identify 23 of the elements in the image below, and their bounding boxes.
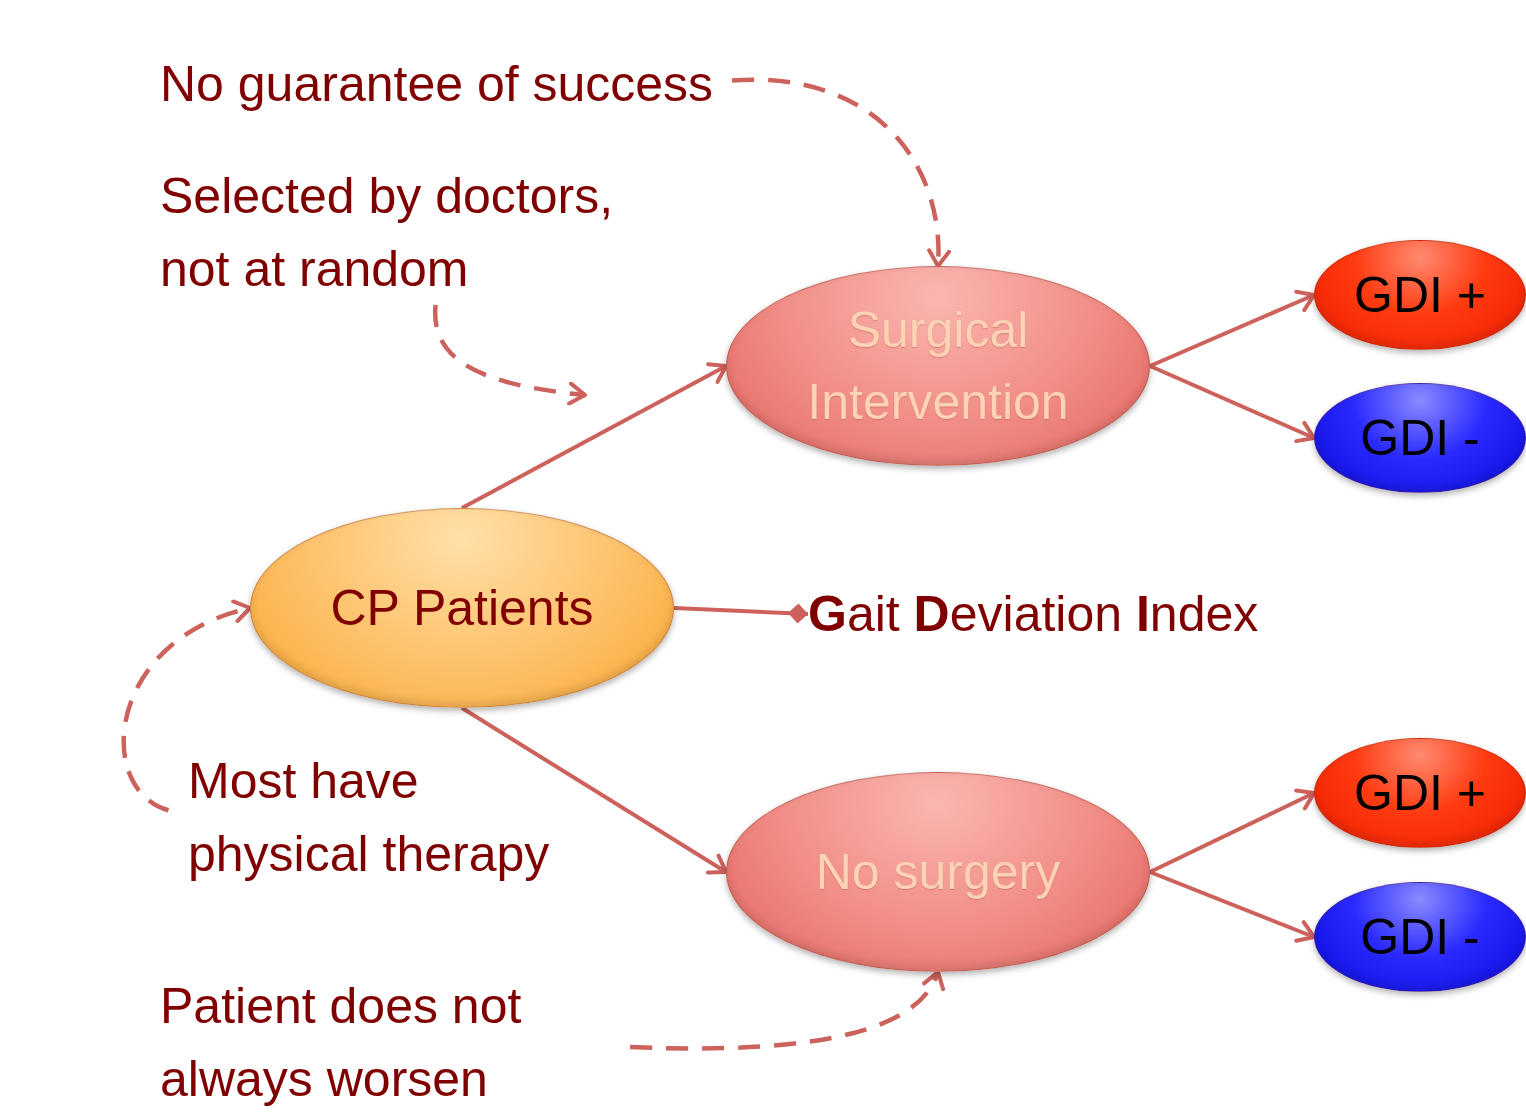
arrow xyxy=(1149,289,1316,368)
arrow xyxy=(460,706,728,875)
node-label: GDI - xyxy=(1360,408,1480,468)
arrow xyxy=(461,362,728,510)
dashed-arrow xyxy=(629,970,943,1051)
annotation-text: Gait Deviation Index xyxy=(808,578,1368,651)
dashed-arrow xyxy=(731,77,951,268)
arrow xyxy=(1149,364,1316,444)
annotation-text: No guarantee of success xyxy=(160,48,732,121)
node-label: GDI + xyxy=(1354,265,1486,325)
diamond-connector xyxy=(673,603,809,624)
node-label: No surgery xyxy=(815,842,1061,902)
annotation-text: Patient does not always worsen xyxy=(160,970,630,1115)
dashed-arrow xyxy=(121,600,252,813)
node-label: Surgical Intervention xyxy=(806,300,1070,432)
node-label: GDI - xyxy=(1360,907,1480,967)
dashed-arrow xyxy=(433,304,587,406)
arrow xyxy=(1149,870,1316,943)
node-label: GDI + xyxy=(1354,763,1486,823)
annotation-text: Most have physical therapy xyxy=(188,745,578,890)
node-label: CP Patients xyxy=(330,578,594,638)
annotation-text: Selected by doctors, not at random xyxy=(160,160,690,305)
arrow xyxy=(1149,788,1316,874)
